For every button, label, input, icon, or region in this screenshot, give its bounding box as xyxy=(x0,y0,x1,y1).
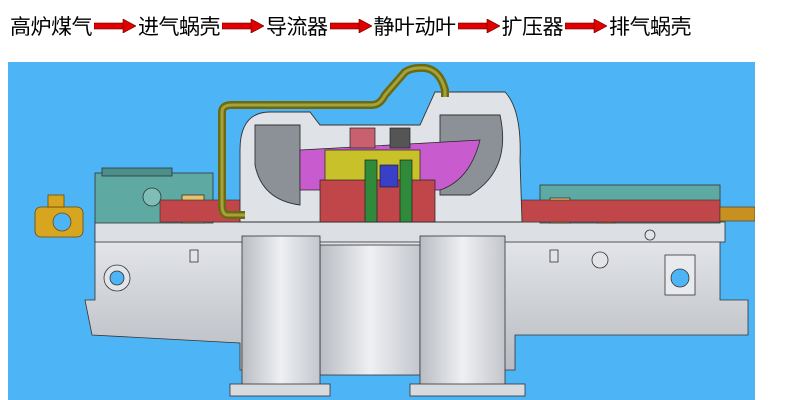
process-flow: 高炉煤气 进气蜗壳 导流器 静叶动叶 扩压器 排气蜗壳 xyxy=(10,8,692,44)
arrow-right-icon xyxy=(329,19,372,33)
arrow-right-icon xyxy=(565,19,607,33)
arrow-right-icon xyxy=(222,19,264,33)
flow-step-diffuser: 扩压器 xyxy=(501,15,564,39)
central-drum xyxy=(319,244,421,376)
blade-stage xyxy=(299,127,481,223)
coupling xyxy=(34,194,84,238)
casing-details xyxy=(103,229,696,296)
support-legs xyxy=(229,235,526,397)
flow-step-exhaust-volute: 排气蜗壳 xyxy=(609,15,692,39)
arrow-right-icon xyxy=(94,19,136,33)
arrow-right-icon xyxy=(457,19,500,33)
turbine-cross-section-image xyxy=(8,62,755,400)
flow-step-inlet-volute: 进气蜗壳 xyxy=(138,15,221,39)
flow-step-stator-rotor-blades: 静叶动叶 xyxy=(373,15,457,39)
turbine-drawing xyxy=(34,63,755,397)
flow-step-blast-furnace-gas: 高炉煤气 xyxy=(10,15,93,39)
flow-step-guide-vane: 导流器 xyxy=(266,15,328,39)
